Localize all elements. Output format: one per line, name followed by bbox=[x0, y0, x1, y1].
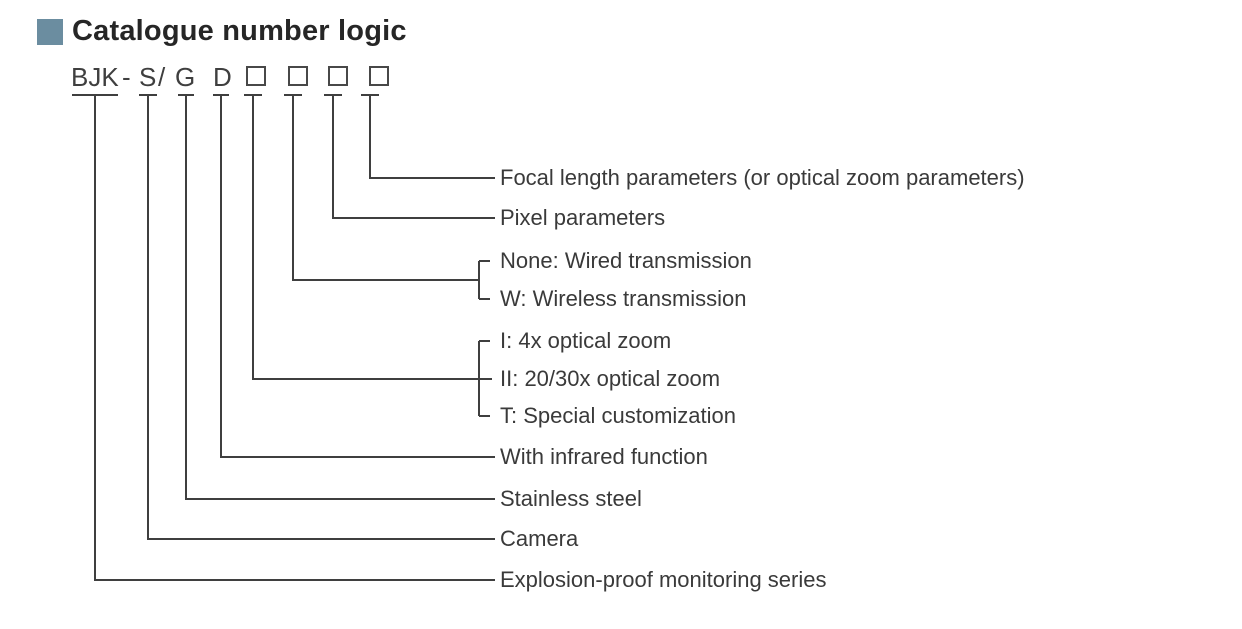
code-segment-infrared: D bbox=[213, 62, 232, 92]
legend-label-wireless: W: Wireless transmission bbox=[500, 286, 747, 311]
connector-g-stainless bbox=[178, 94, 495, 500]
legend-label-stainless-steel: Stainless steel bbox=[500, 486, 642, 511]
legend-label-series: Explosion-proof monitoring series bbox=[500, 567, 827, 592]
connector-bjk-series bbox=[72, 94, 495, 581]
placeholder-box-transmission bbox=[288, 66, 308, 86]
placeholder-box-optical-zoom bbox=[246, 66, 266, 86]
connector-d-infrared bbox=[213, 94, 495, 458]
code-segment-series: BJK bbox=[71, 62, 119, 92]
connector-box3-pixel bbox=[324, 94, 495, 219]
legend-label-pixel: Pixel parameters bbox=[500, 205, 666, 230]
code-separator-dash: - bbox=[122, 62, 131, 92]
bracket-transmission bbox=[478, 260, 490, 300]
bracket-optical-zoom bbox=[478, 340, 490, 417]
connector-s-camera bbox=[139, 94, 495, 540]
legend-label-special-custom: T: Special customization bbox=[500, 403, 736, 428]
legend-label-zoom-20-30x: II: 20/30x optical zoom bbox=[500, 366, 721, 391]
section-bullet-icon bbox=[37, 19, 63, 45]
legend-label-infrared: With infrared function bbox=[500, 444, 708, 469]
legend-label-focal-length: Focal length parameters (or optical zoom… bbox=[500, 165, 1025, 190]
connector-box4-focal bbox=[361, 94, 495, 179]
connector-box2-transmission bbox=[284, 94, 479, 281]
legend-label-zoom-4x: I: 4x optical zoom bbox=[500, 328, 672, 353]
code-segment-stainless-steel: G bbox=[175, 62, 196, 92]
placeholder-box-pixel bbox=[328, 66, 348, 86]
legend-label-wired: None: Wired transmission bbox=[500, 248, 752, 273]
section-title: Catalogue number logic bbox=[72, 15, 407, 47]
code-segment-camera: S bbox=[139, 62, 157, 92]
legend-label-camera: Camera bbox=[500, 526, 579, 551]
connector-box1-zoom bbox=[244, 94, 492, 380]
placeholder-box-focal-length bbox=[369, 66, 389, 86]
code-separator-slash: / bbox=[158, 62, 166, 92]
